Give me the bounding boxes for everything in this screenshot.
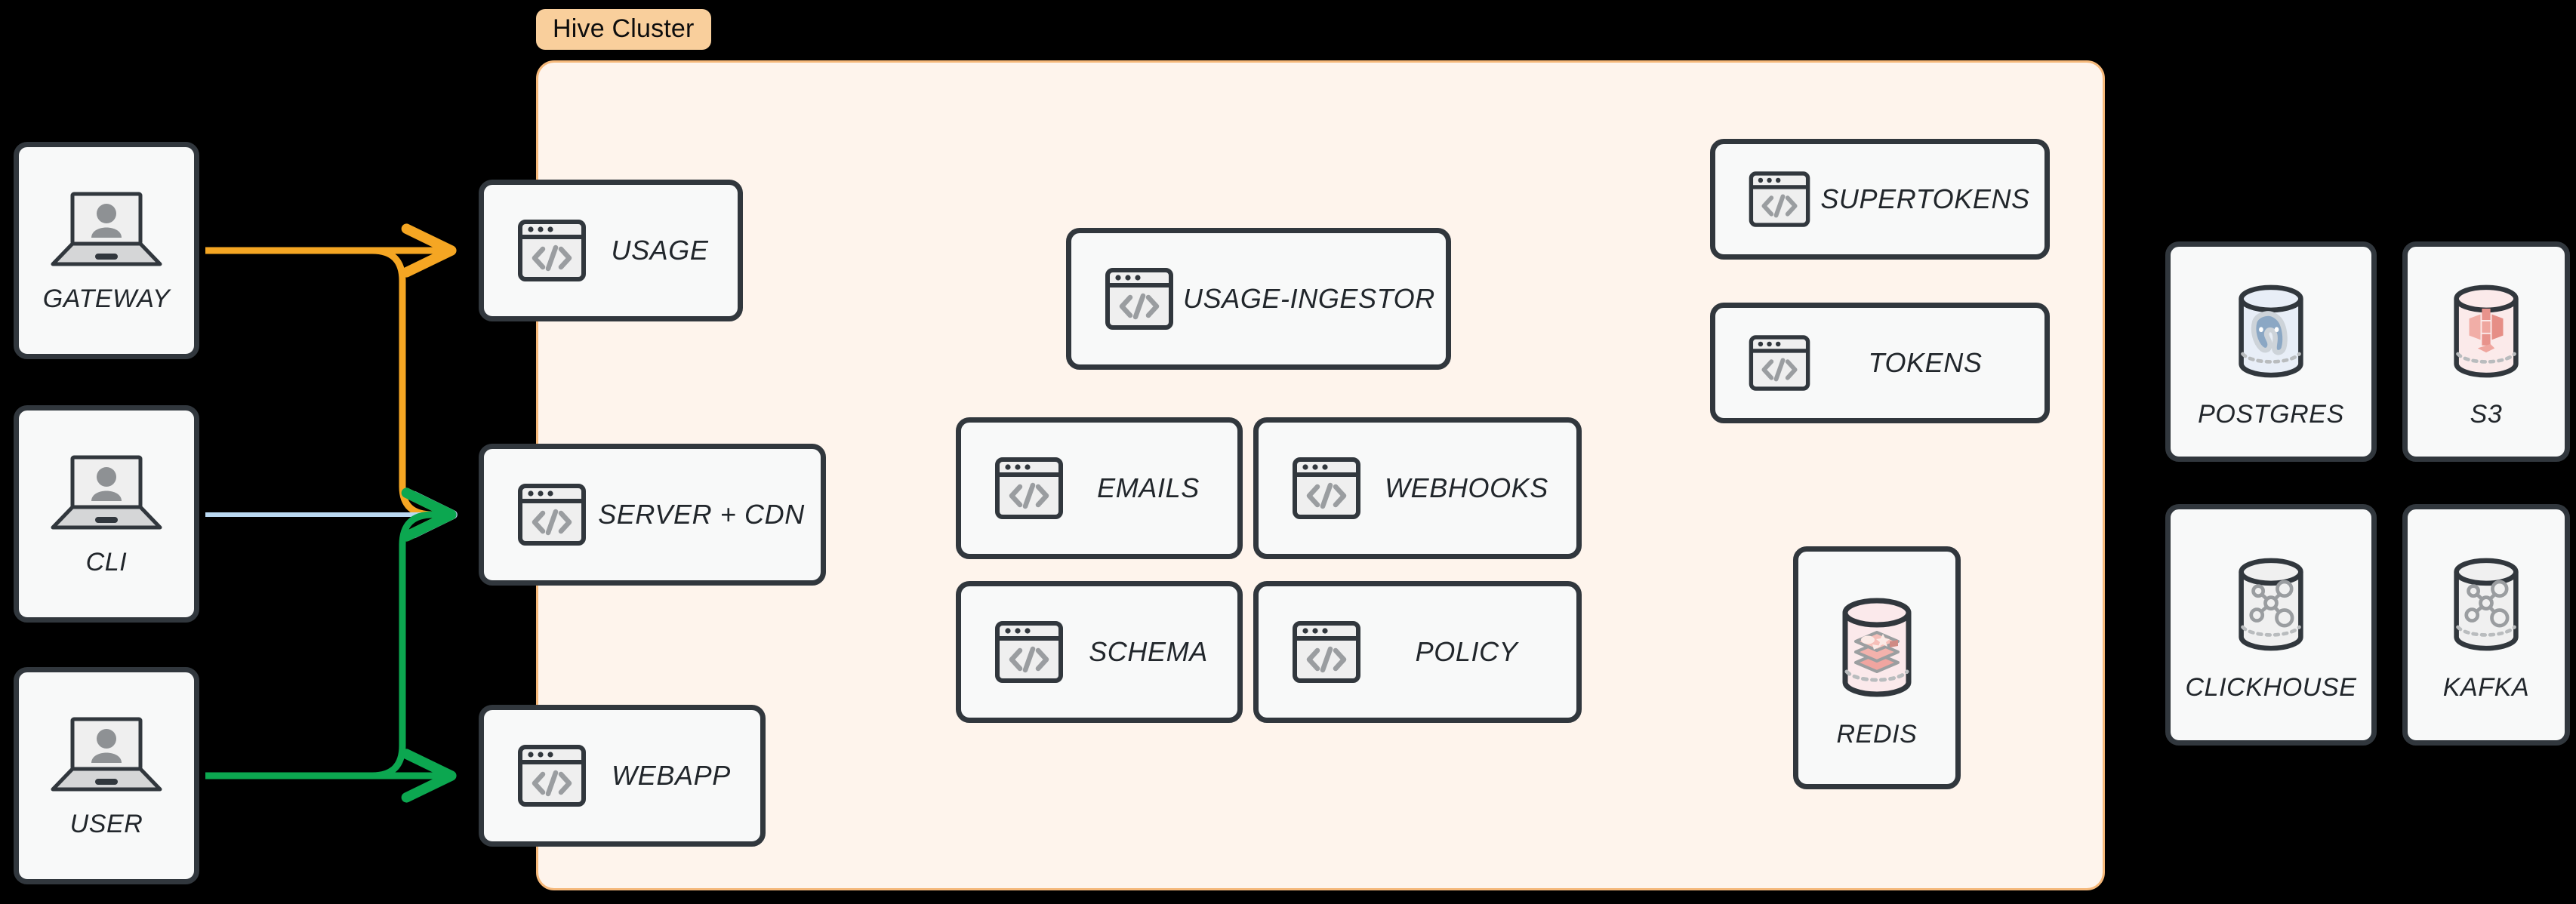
s3-database-icon (2430, 275, 2543, 388)
graph-database-icon (2430, 548, 2543, 661)
service-label-usage: USAGE (611, 235, 709, 266)
code-window-icon (1290, 452, 1363, 524)
datastore-label-redis: REDIS (1836, 719, 1918, 749)
code-window-icon (1747, 167, 1812, 232)
service-label-schema: SCHEMA (1089, 636, 1208, 667)
actor-label-cli: CLI (85, 547, 128, 577)
actor-label-user: USER (69, 809, 143, 838)
redis-database-icon (1816, 587, 1937, 708)
service-label-usage-ingestor: USAGE-INGESTOR (1183, 283, 1435, 314)
service-label-supertokens: SUPERTOKENS (1820, 183, 2030, 214)
service-label-server-cdn: SERVER + CDN (598, 499, 805, 530)
service-card-server-cdn[interactable]: SERVER + CDN (479, 444, 826, 586)
edge-user-to-server-cdn (205, 487, 457, 779)
datastore-label-clickhouse: CLICKHOUSE (2185, 672, 2357, 702)
hive-cluster-label: Hive Cluster (536, 9, 711, 50)
service-label-emails: EMAILS (1097, 472, 1200, 503)
code-window-icon (993, 616, 1065, 688)
laptop-user-icon (50, 188, 163, 272)
service-card-tokens[interactable]: TOKENS (1710, 303, 2050, 423)
code-window-icon (993, 452, 1065, 524)
datastore-card-clickhouse[interactable]: CLICKHOUSE (2165, 504, 2377, 746)
graph-database-icon (2214, 548, 2328, 661)
actor-label-gateway: GATEWAY (42, 284, 171, 313)
datastore-card-redis[interactable]: REDIS (1793, 546, 1961, 789)
service-card-schema[interactable]: SCHEMA (956, 581, 1243, 723)
code-window-icon (516, 214, 588, 287)
service-card-policy[interactable]: POLICY (1253, 581, 1582, 723)
code-window-icon (1747, 331, 1812, 395)
datastore-label-postgres: POSTGRES (2198, 399, 2344, 429)
code-window-icon (516, 739, 588, 812)
service-card-supertokens[interactable]: SUPERTOKENS (1710, 139, 2050, 260)
code-window-icon (1103, 263, 1176, 335)
code-window-icon (516, 478, 588, 551)
service-card-usage-ingestor[interactable]: USAGE-INGESTOR (1066, 228, 1451, 370)
service-card-webhooks[interactable]: WEBHOOKS (1253, 417, 1582, 559)
datastore-label-s3: S3 (2470, 399, 2503, 429)
edge-gateway-to-server-cdn (205, 247, 457, 542)
laptop-user-icon (50, 451, 163, 536)
datastore-card-postgres[interactable]: POSTGRES (2165, 241, 2377, 462)
actor-card-cli[interactable]: CLI (14, 405, 199, 623)
actor-card-gateway[interactable]: GATEWAY (14, 142, 199, 359)
actor-card-user[interactable]: USER (14, 667, 199, 884)
service-label-webhooks: WEBHOOKS (1385, 472, 1548, 503)
datastore-label-kafka: KAFKA (2442, 672, 2530, 702)
datastore-card-s3[interactable]: S3 (2402, 241, 2570, 462)
service-card-usage[interactable]: USAGE (479, 180, 743, 321)
service-card-webapp[interactable]: WEBAPP (479, 705, 766, 847)
service-label-webapp: WEBAPP (612, 760, 731, 791)
code-window-icon (1290, 616, 1363, 688)
service-label-policy: POLICY (1415, 636, 1518, 667)
laptop-user-icon (50, 713, 163, 798)
service-card-emails[interactable]: EMAILS (956, 417, 1243, 559)
service-label-tokens: TOKENS (1868, 347, 1983, 378)
postgres-database-icon (2214, 275, 2328, 388)
datastore-card-kafka[interactable]: KAFKA (2402, 504, 2570, 746)
